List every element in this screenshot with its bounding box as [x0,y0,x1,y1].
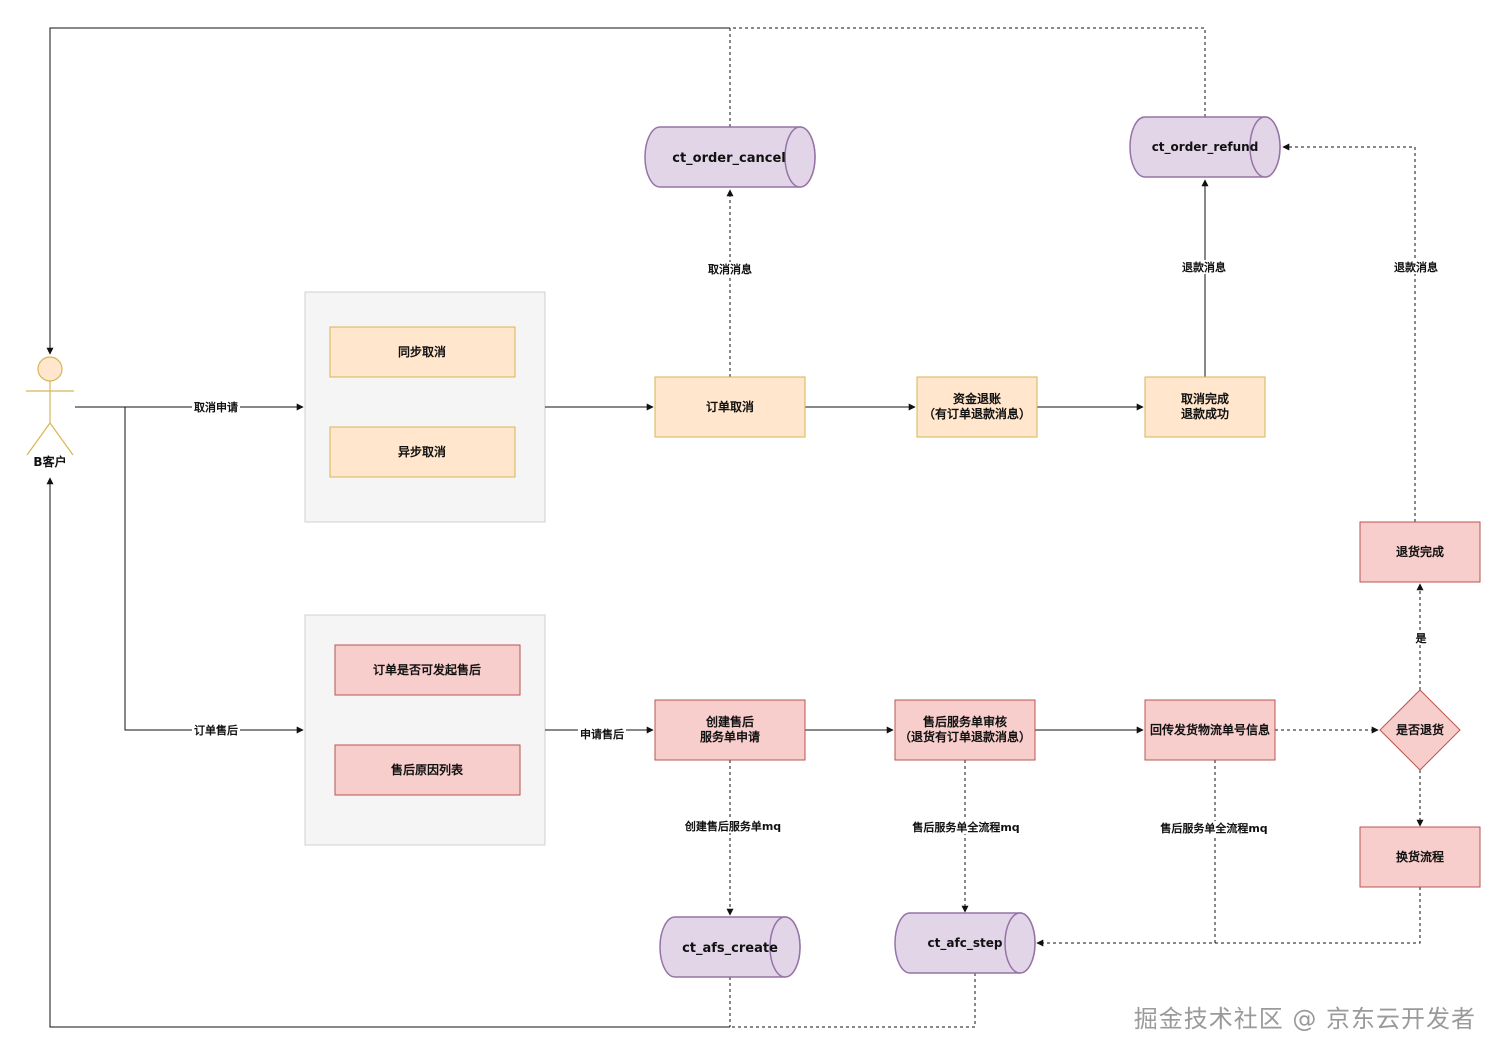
queue-ct-order-refund-label: ct_order_refund [1152,140,1259,155]
return-logistics-label: 回传发货物流单号信息 [1150,722,1270,737]
create-afs-node: 创建售后 服务单申请 [654,699,806,761]
fund-refund-line2: （有订单退款消息） [923,406,1031,421]
label-yes: 是 [1415,632,1428,645]
fund-refund-node: 资金退账 （有订单退款消息） [916,376,1038,438]
queue-ct-order-cancel-label: ct_order_cancel [672,151,786,166]
async-cancel-label: 异步取消 [398,444,446,459]
queue-ct-afs-create: ct_afs_create [659,916,801,978]
sync-cancel-box: 同步取消 [329,326,516,378]
create-afs-line1: 创建售后 [705,714,754,729]
cancel-done-line2: 退款成功 [1181,406,1229,421]
label-apply-aftersale: 申请售后 [580,727,624,741]
aftersale-eligibility-box: 订单是否可发起售后 [334,644,521,696]
watermark: 掘金技术社区 @ 京东云开发者 [1133,1005,1476,1033]
is-return-label: 是否退货 [1395,722,1444,737]
exchange-flow-node: 换货流程 [1359,826,1481,888]
sync-cancel-label: 同步取消 [398,344,446,359]
label-create-afs-mq: 创建售后服务单mq [684,819,781,833]
solid-edges [46,27,1209,1028]
afs-audit-line2: （退货有订单退款消息） [899,729,1031,744]
actor-label: B客户 [33,454,66,469]
queue-ct-afc-step-label: ct_afc_step [928,936,1003,951]
edge-labels: 取消申请 订单售后 申请售后 取消消息 退款消息 退款消息 是 创建售后服务单m… [192,260,1440,835]
cancel-done-node: 取消完成 退款成功 [1144,376,1266,438]
afs-audit-line1: 售后服务单审核 [923,714,1007,729]
dashed-edges [726,27,1424,1028]
label-refund-msg-2: 退款消息 [1394,260,1438,274]
afs-audit-node: 售后服务单审核 （退货有订单退款消息） [894,699,1036,761]
return-done-node: 退货完成 [1359,521,1481,583]
label-order-aftersale: 订单售后 [194,723,238,737]
label-cancel-msg: 取消消息 [708,262,752,276]
aftersale-reason-label: 售后原因列表 [391,762,464,777]
fund-refund-line1: 资金退账 [953,391,1001,406]
order-cancel-label: 订单取消 [706,399,754,414]
is-return-decision: 是否退货 [1379,689,1461,771]
return-logistics-node: 回传发货物流单号信息 [1144,699,1276,761]
exchange-flow-label: 换货流程 [1396,849,1444,864]
async-cancel-box: 异步取消 [329,426,516,478]
label-refund-msg-1: 退款消息 [1182,260,1226,274]
create-afs-line2: 服务单申请 [700,729,760,744]
label-afs-flow-mq-1: 售后服务单全流程mq [911,820,1019,834]
queue-ct-order-cancel: ct_order_cancel [644,126,816,188]
return-done-label: 退货完成 [1396,544,1444,559]
label-afs-flow-mq-2: 售后服务单全流程mq [1159,821,1267,835]
b-customer-actor [26,356,74,456]
aftersale-reason-box: 售后原因列表 [334,744,521,796]
label-cancel-apply: 取消申请 [194,400,238,414]
queue-ct-afc-step: ct_afc_step [894,912,1036,974]
queue-ct-order-refund: ct_order_refund [1129,116,1281,178]
queue-ct-afs-create-label: ct_afs_create [682,941,778,956]
order-cancel-node: 订单取消 [654,376,806,438]
aftersale-eligibility-label: 订单是否可发起售后 [373,662,481,677]
cancel-done-line1: 取消完成 [1181,391,1229,406]
